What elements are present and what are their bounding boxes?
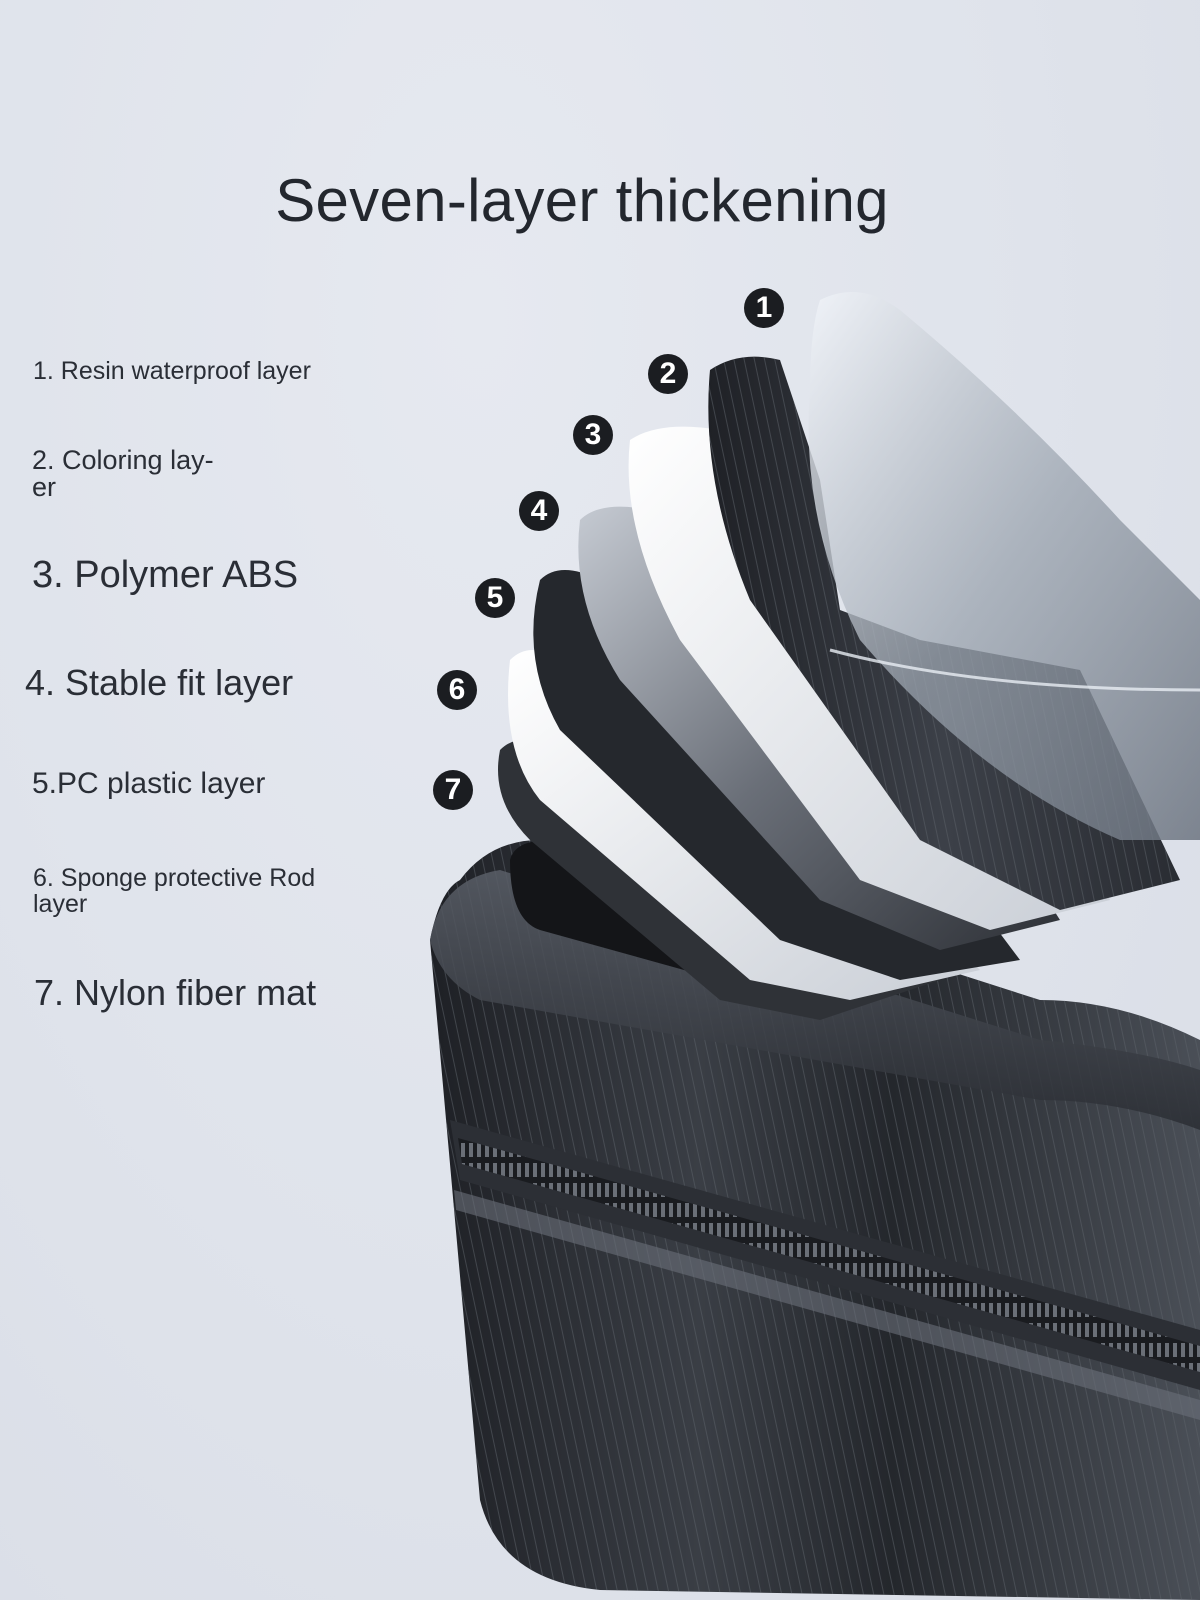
badge-6-icon: 6 (437, 670, 477, 710)
badge-4-icon: 4 (519, 491, 559, 531)
badge-5-icon: 5 (475, 578, 515, 618)
badge-3-icon: 3 (573, 415, 613, 455)
badge-1-icon: 1 (744, 288, 784, 328)
layer-label-3: 3. Polymer ABS (32, 554, 299, 596)
page-title: Seven-layer thickening (275, 167, 889, 234)
layer-label-7: 7. Nylon fiber mat (34, 972, 317, 1013)
layer-label-2: 2. Coloring lay-er (32, 445, 214, 502)
badge-7-icon: 7 (433, 770, 473, 810)
badge-2-icon: 2 (648, 354, 688, 394)
layer-label-5: 5.PC plastic layer (32, 767, 266, 800)
suitcase-layers-illustration (430, 292, 1200, 1600)
layer-label-4: 4. Stable fit layer (25, 662, 294, 703)
layer-label-1: 1. Resin waterproof layer (33, 357, 311, 385)
